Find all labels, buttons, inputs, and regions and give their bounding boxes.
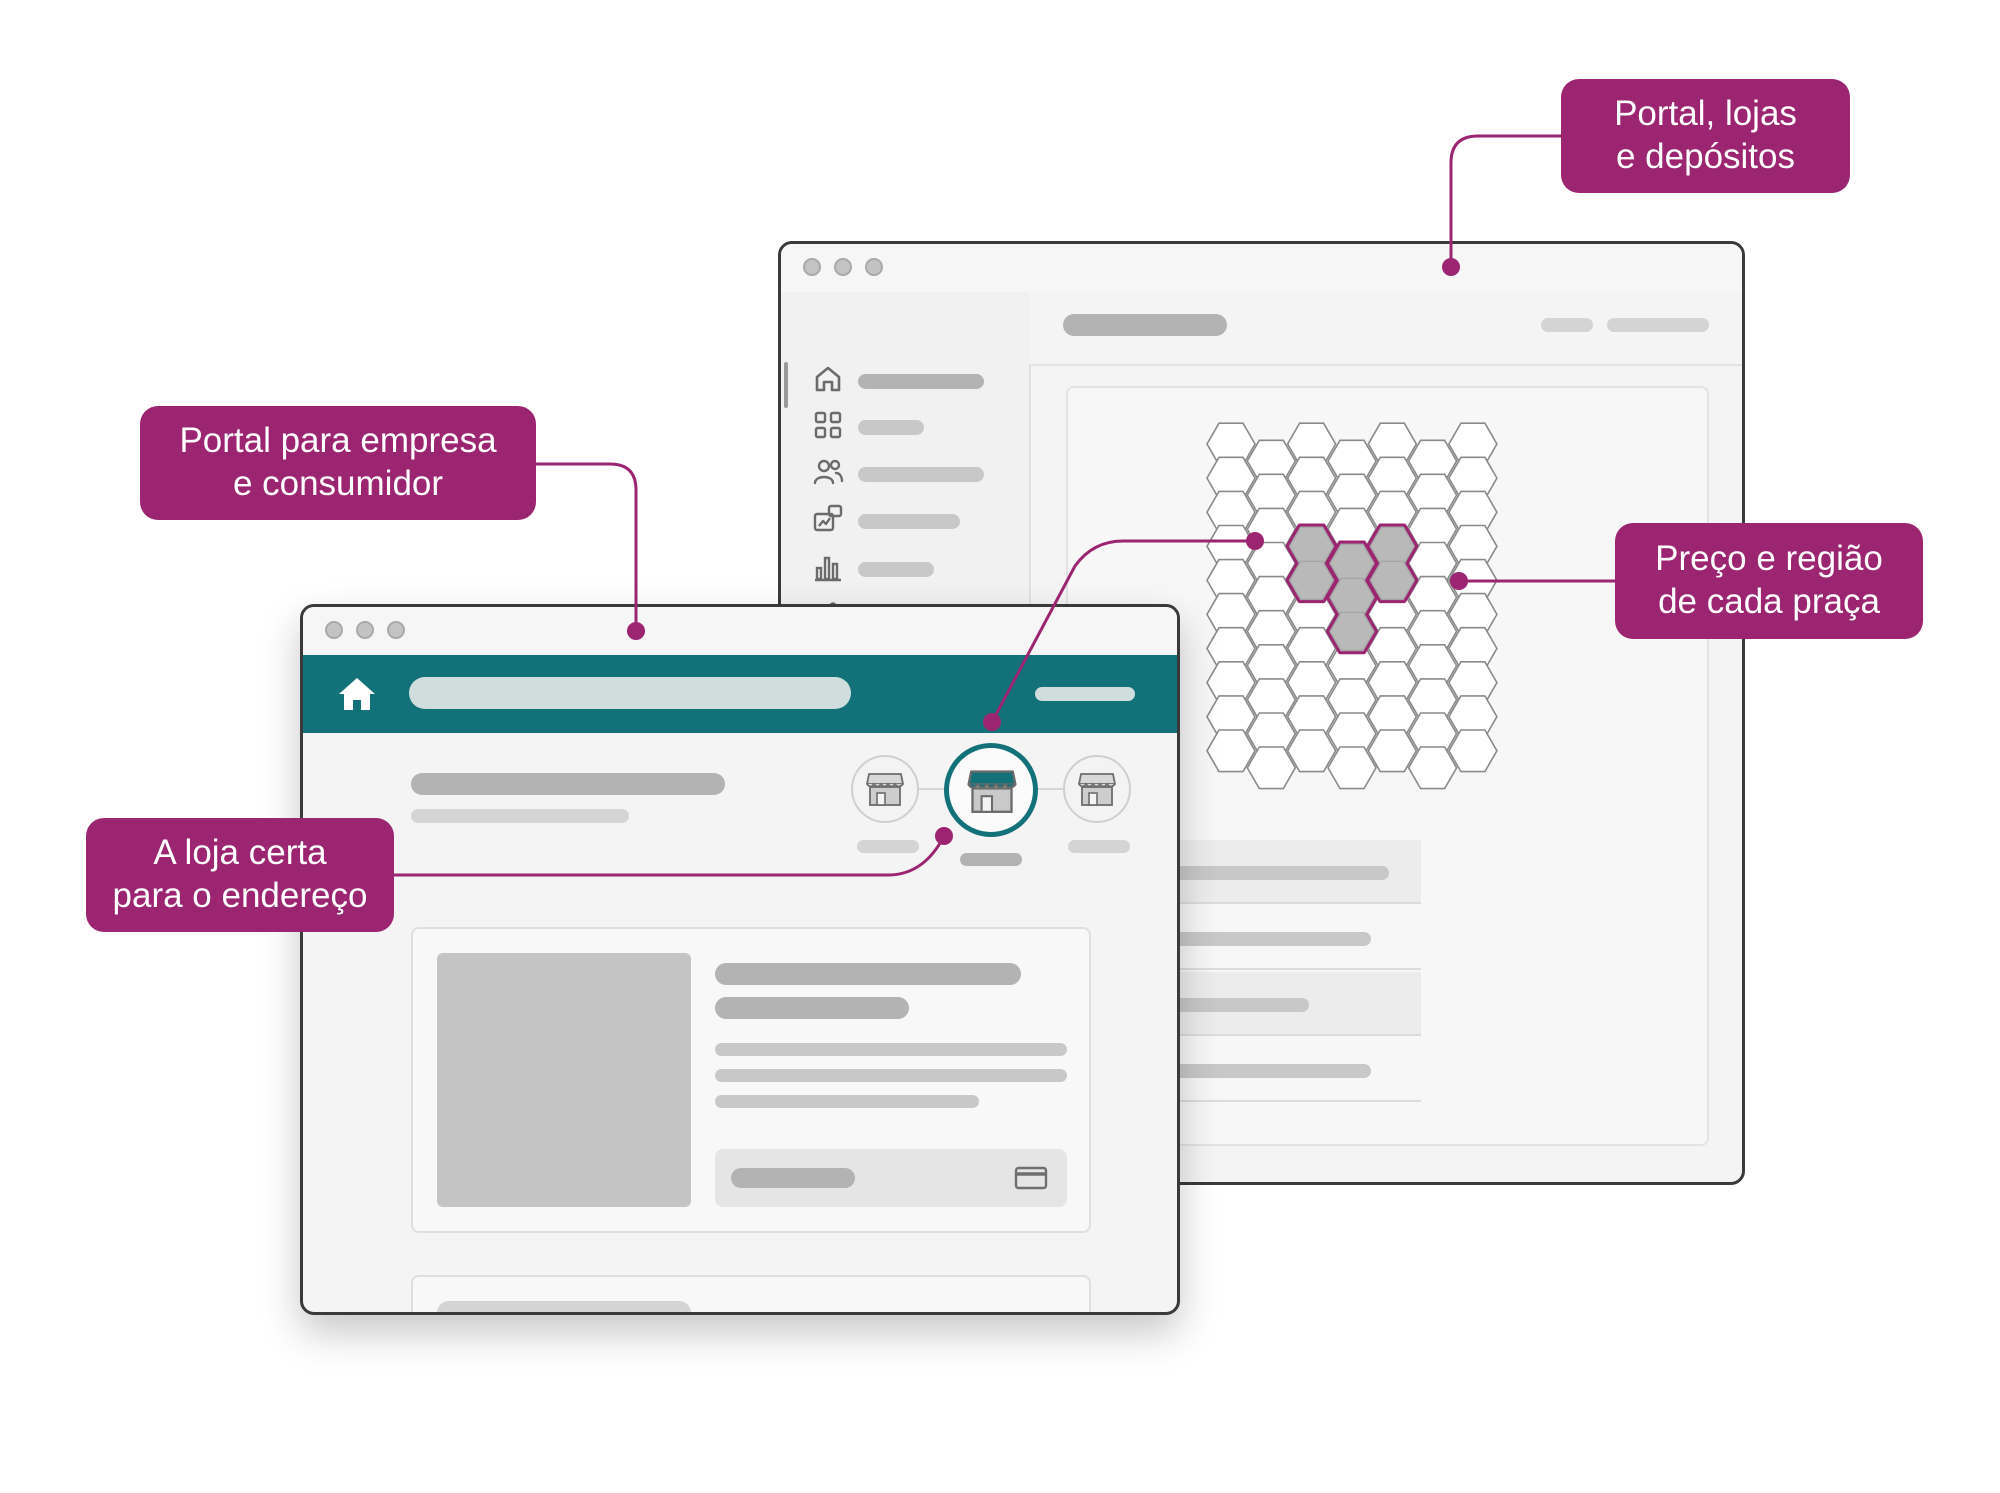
store-option-selected[interactable]	[944, 743, 1038, 837]
front-consumer-window	[300, 604, 1180, 1315]
store-selector-line	[851, 788, 1113, 790]
home-icon[interactable]	[337, 675, 377, 713]
callout-portal-empresa: Portal para empresa e consumidor	[140, 406, 536, 520]
store-option-right-label	[1068, 840, 1130, 853]
hex-region[interactable]	[1246, 746, 1297, 790]
product-price-placeholder	[715, 997, 909, 1019]
hex-region-fill	[1288, 560, 1335, 601]
callout-loja-certa: A loja certa para o endereço	[86, 818, 394, 932]
store-option-right[interactable]	[1063, 755, 1131, 823]
window-maximize-dot[interactable]	[865, 258, 883, 276]
sidebar-item-3-label[interactable]	[858, 467, 984, 482]
product-card[interactable]	[411, 1275, 1091, 1312]
chart-box-icon[interactable]	[811, 502, 845, 536]
sidebar-item-4-label[interactable]	[858, 514, 960, 529]
product-title-placeholder	[411, 773, 725, 795]
bar-chart-icon[interactable]	[811, 550, 845, 584]
buy-button-label	[731, 1168, 855, 1188]
admin-header	[1029, 292, 1742, 366]
window-minimize-dot[interactable]	[356, 621, 374, 639]
store-option-left[interactable]	[851, 755, 919, 823]
back-window-titlebar	[781, 244, 1742, 295]
window-maximize-dot[interactable]	[387, 621, 405, 639]
product-desc-line-1	[715, 1043, 1067, 1056]
callout-portal-lojas: Portal, lojas e depósitos	[1561, 79, 1850, 193]
product-desc-line-3	[715, 1095, 979, 1108]
hex-region[interactable]	[1327, 746, 1377, 790]
store-icon	[1077, 770, 1117, 808]
hex-region-fill	[1329, 611, 1375, 652]
hex-region[interactable]	[1206, 729, 1256, 773]
window-close-dot[interactable]	[803, 258, 821, 276]
store-option-left-label	[857, 840, 919, 853]
product-image-placeholder	[437, 953, 691, 1207]
credit-card-icon	[1013, 1164, 1049, 1192]
buy-button[interactable]	[715, 1149, 1067, 1207]
grid-icon[interactable]	[811, 408, 845, 442]
product-desc-line-2	[715, 1069, 1067, 1082]
hex-region[interactable]	[1407, 746, 1458, 790]
sidebar-item-5-label[interactable]	[858, 562, 934, 577]
store-icon	[865, 770, 905, 808]
hex-region[interactable]	[1367, 729, 1418, 773]
admin-header-link-1[interactable]	[1541, 318, 1593, 332]
window-close-dot[interactable]	[325, 621, 343, 639]
consumer-search-bar[interactable]	[409, 677, 851, 709]
product-subtitle-placeholder	[411, 809, 629, 823]
window-minimize-dot[interactable]	[834, 258, 852, 276]
hexagon-region-map[interactable]	[1066, 386, 1709, 1146]
store-icon	[966, 766, 1018, 816]
callout-preco-regiao: Preço e região de cada praça	[1615, 523, 1923, 639]
sidebar-item-1-label[interactable]	[858, 374, 984, 389]
users-icon[interactable]	[811, 455, 845, 489]
hex-region[interactable]	[1286, 729, 1337, 773]
store-option-selected-label	[960, 853, 1022, 866]
hex-region-fill	[1369, 560, 1416, 601]
home-icon[interactable]	[811, 362, 845, 396]
product-name-placeholder	[437, 1301, 691, 1312]
product-card[interactable]	[411, 927, 1091, 1233]
sidebar-item-2-label[interactable]	[858, 420, 924, 435]
sidebar-active-indicator	[784, 362, 788, 408]
product-name-placeholder	[715, 963, 1021, 985]
admin-header-link-2[interactable]	[1607, 318, 1709, 332]
admin-page-title-placeholder	[1063, 314, 1227, 336]
hex-region[interactable]	[1447, 729, 1498, 773]
